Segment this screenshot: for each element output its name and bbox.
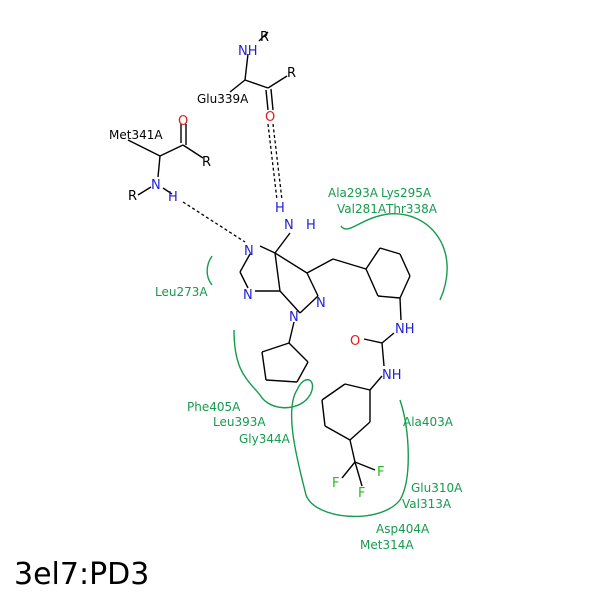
residue-gly344: Gly344A: [239, 432, 291, 446]
atom-n-pyrazole-bottom: N: [289, 310, 299, 325]
atom-r-met-right: R: [202, 155, 211, 170]
atom-n-met: N: [151, 178, 161, 193]
atom-labels: R NH R O O R N H R H N H N N N N NH O NH…: [128, 30, 415, 501]
residue-val281: Val281A: [337, 202, 387, 216]
residue-met341: Met341A: [109, 128, 163, 142]
contact-residue-labels: Ala293A Lys295A Val281A Thr338A Leu273A …: [155, 186, 463, 552]
hydrogen-bonds: [182, 123, 283, 243]
atom-r-met-left: R: [128, 189, 137, 204]
diagram-title: 3el7:PD3: [14, 557, 149, 592]
arc-top-right: [340, 213, 448, 301]
atom-f-right: F: [377, 465, 384, 480]
atom-n-pyrazole-right: N: [316, 296, 326, 311]
residue-met314: Met314A: [360, 538, 414, 552]
arc-left-bottom: [233, 329, 409, 518]
residue-glu310: Glu310A: [411, 481, 463, 495]
hbond-met341: [182, 201, 246, 243]
bonds: [127, 31, 411, 487]
atom-n-nh2: N: [284, 218, 294, 233]
atom-nh-urea-bottom: NH: [382, 368, 402, 383]
residue-thr338: Thr338A: [385, 202, 438, 216]
atom-o-urea: O: [350, 334, 360, 349]
hbond-glu339: [267, 123, 278, 201]
atom-h-nh2-top: H: [275, 201, 285, 216]
hbond-glu339-b: [272, 123, 283, 201]
residue-leu393: Leu393A: [213, 415, 266, 429]
residue-phe405: Phe405A: [187, 400, 241, 414]
residue-asp404: Asp404A: [376, 522, 430, 536]
arc-leu273: [206, 255, 213, 286]
contact-arcs: [206, 213, 448, 518]
atom-nh-urea-top: NH: [395, 322, 415, 337]
atom-h-met: H: [168, 190, 178, 205]
atom-h-nh2-right: H: [306, 218, 316, 233]
atom-r-glu-right: R: [287, 66, 296, 81]
residue-leu273: Leu273A: [155, 285, 208, 299]
atom-f-bottom: F: [358, 486, 365, 501]
atom-n-pyrimidine-bottom: N: [243, 288, 253, 303]
residue-ala403: Ala403A: [403, 415, 454, 429]
atom-n-pyrimidine-top: N: [244, 244, 254, 259]
residue-glu339: Glu339A: [197, 92, 249, 106]
residue-val313: Val313A: [402, 497, 452, 511]
atom-o-glu: O: [265, 110, 275, 125]
hbond-residue-labels: Glu339A Met341A: [109, 92, 249, 142]
atom-r-glu-top: R: [260, 30, 269, 45]
atom-nh-glu: NH: [238, 44, 258, 59]
residue-ala293: Ala293A: [328, 186, 379, 200]
residue-lys295: Lys295A: [381, 186, 432, 200]
atom-f-left: F: [332, 476, 339, 491]
atom-o-met: O: [178, 114, 188, 129]
